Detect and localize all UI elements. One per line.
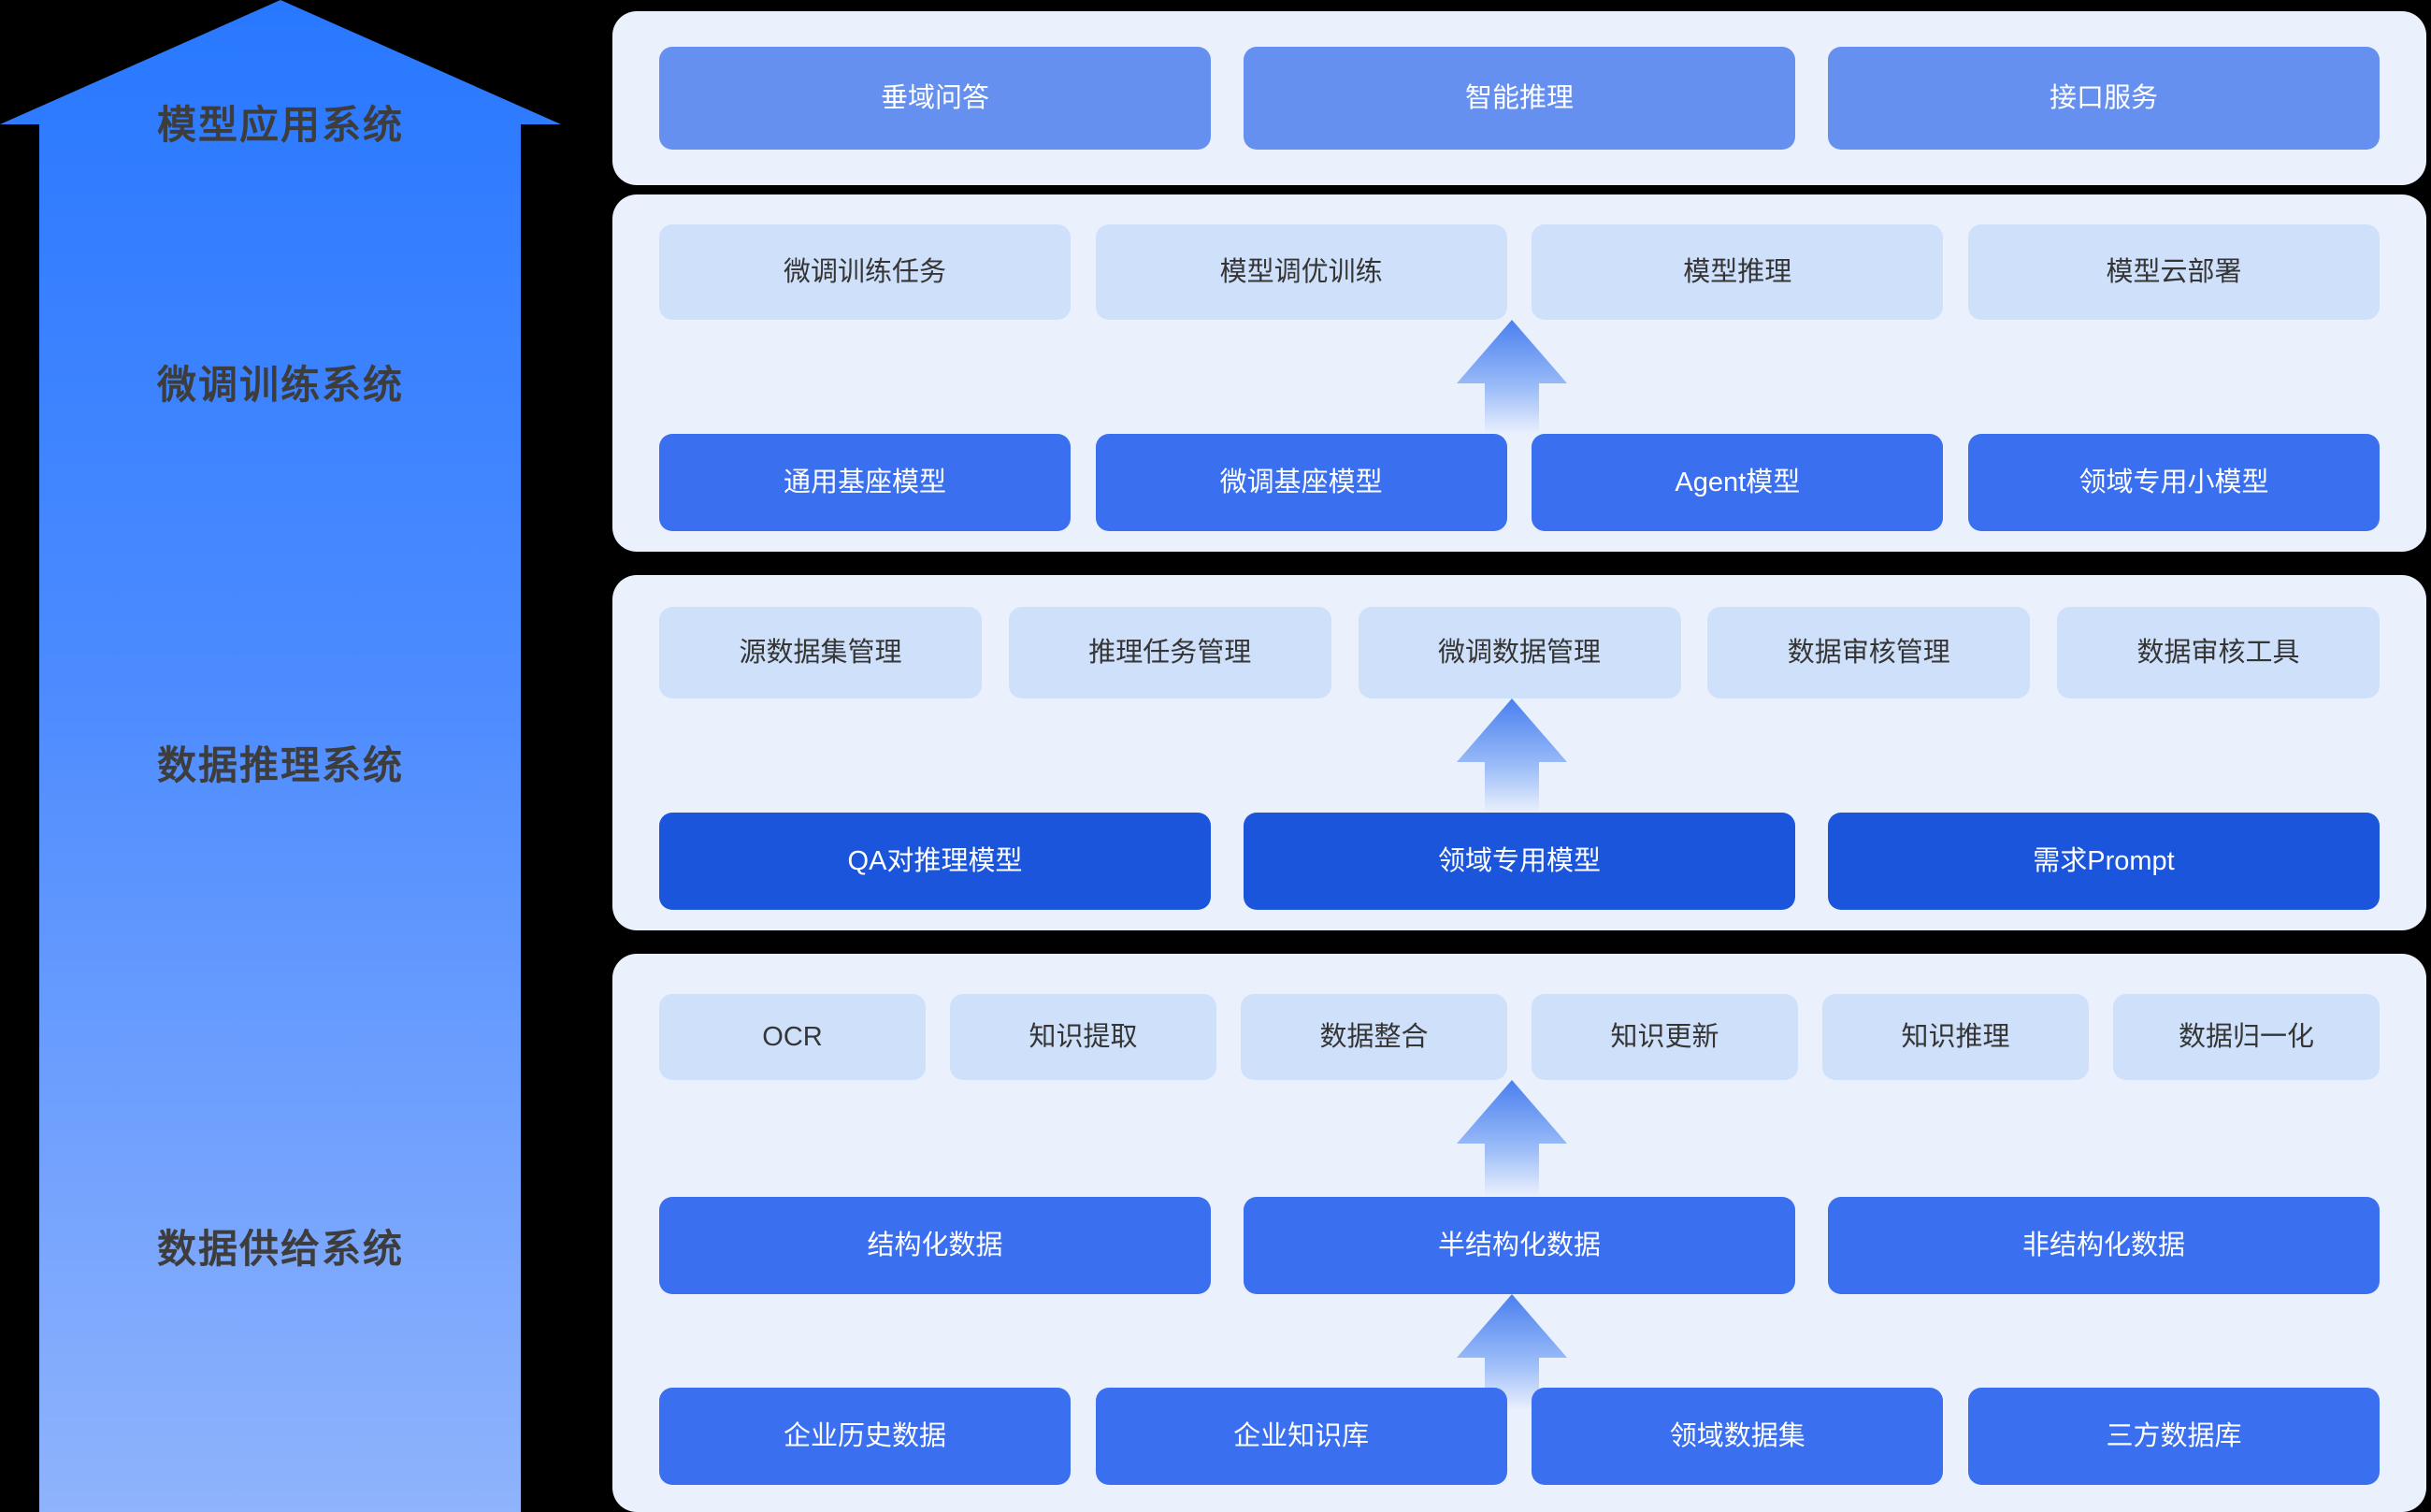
stack-direction-arrow: 模型应用系统 微调训练系统 数据推理系统 数据供给系统 (0, 0, 580, 1512)
node-finetune-task[interactable]: 微调训练任务 (659, 224, 1071, 320)
node-reason-model[interactable]: 领域专用模型 (1244, 813, 1795, 910)
node-supply-structure[interactable]: 半结构化数据 (1244, 1197, 1795, 1294)
node-finetune-model[interactable]: 通用基座模型 (659, 434, 1071, 531)
node-supply-process[interactable]: 数据整合 (1241, 994, 1507, 1080)
row-supply-processing: OCR 知识提取 数据整合 知识更新 知识推理 数据归一化 (659, 994, 2380, 1080)
layer-panel-finetune-training: 微调训练任务 模型调优训练 模型推理 模型云部署 通用基座模型 微调基座模型 A (612, 194, 2426, 552)
node-finetune-model[interactable]: 微调基座模型 (1095, 434, 1507, 531)
row-reason-management: 源数据集管理 推理任务管理 微调数据管理 数据审核管理 数据审核工具 (659, 607, 2380, 698)
node-reason-management[interactable]: 源数据集管理 (659, 607, 982, 698)
flow-arrow-supply-lower (1457, 1294, 1567, 1410)
node-supply-source[interactable]: 企业历史数据 (659, 1388, 1071, 1485)
row-app-services: 垂域问答 智能推理 接口服务 (659, 47, 2380, 150)
node-supply-source[interactable]: 企业知识库 (1095, 1388, 1507, 1485)
node-supply-process[interactable]: 知识更新 (1532, 994, 1798, 1080)
node-supply-source[interactable]: 三方数据库 (1967, 1388, 2380, 1485)
node-supply-process[interactable]: OCR (659, 994, 926, 1080)
layer-panel-model-application: 垂域问答 智能推理 接口服务 (612, 11, 2426, 185)
row-supply-sources: 企业历史数据 企业知识库 领域数据集 三方数据库 (659, 1388, 2380, 1485)
node-supply-source[interactable]: 领域数据集 (1532, 1388, 1944, 1485)
node-app-service[interactable]: 智能推理 (1244, 47, 1795, 150)
node-supply-structure[interactable]: 结构化数据 (659, 1197, 1211, 1294)
node-finetune-model[interactable]: 领域专用小模型 (1967, 434, 2380, 531)
layer-panel-data-reasoning: 源数据集管理 推理任务管理 微调数据管理 数据审核管理 数据审核工具 QA对推理… (612, 575, 2426, 930)
node-reason-management[interactable]: 数据审核工具 (2057, 607, 2380, 698)
node-reason-management[interactable]: 数据审核管理 (1707, 607, 2031, 698)
row-finetune-models: 通用基座模型 微调基座模型 Agent模型 领域专用小模型 (659, 434, 2380, 531)
flow-arrow-supply-upper (1457, 1080, 1567, 1196)
node-supply-structure[interactable]: 非结构化数据 (1828, 1197, 2380, 1294)
row-finetune-tasks: 微调训练任务 模型调优训练 模型推理 模型云部署 (659, 224, 2380, 320)
flow-arrow-reasoning (1457, 698, 1567, 813)
node-app-service[interactable]: 接口服务 (1828, 47, 2380, 150)
flow-arrow-finetune (1457, 320, 1567, 434)
node-reason-model[interactable]: QA对推理模型 (659, 813, 1211, 910)
node-supply-process[interactable]: 知识提取 (950, 994, 1216, 1080)
node-finetune-model[interactable]: Agent模型 (1532, 434, 1944, 531)
node-reason-model[interactable]: 需求Prompt (1828, 813, 2380, 910)
node-reason-management[interactable]: 推理任务管理 (1008, 607, 1331, 698)
architecture-panels: 垂域问答 智能推理 接口服务 微调训练任务 模型调优训练 模型推理 模型云部署 (612, 0, 2431, 1512)
row-supply-structure: 结构化数据 半结构化数据 非结构化数据 (659, 1197, 2380, 1294)
layer-panel-data-supply: OCR 知识提取 数据整合 知识更新 知识推理 数据归一化 结构化数据 (612, 954, 2426, 1512)
node-supply-process[interactable]: 数据归一化 (2113, 994, 2380, 1080)
node-reason-management[interactable]: 微调数据管理 (1358, 607, 1681, 698)
node-finetune-task[interactable]: 模型云部署 (1967, 224, 2380, 320)
node-finetune-task[interactable]: 模型调优训练 (1095, 224, 1507, 320)
row-reason-models: QA对推理模型 领域专用模型 需求Prompt (659, 813, 2380, 910)
node-finetune-task[interactable]: 模型推理 (1532, 224, 1944, 320)
node-app-service[interactable]: 垂域问答 (659, 47, 1211, 150)
node-supply-process[interactable]: 知识推理 (1822, 994, 2089, 1080)
